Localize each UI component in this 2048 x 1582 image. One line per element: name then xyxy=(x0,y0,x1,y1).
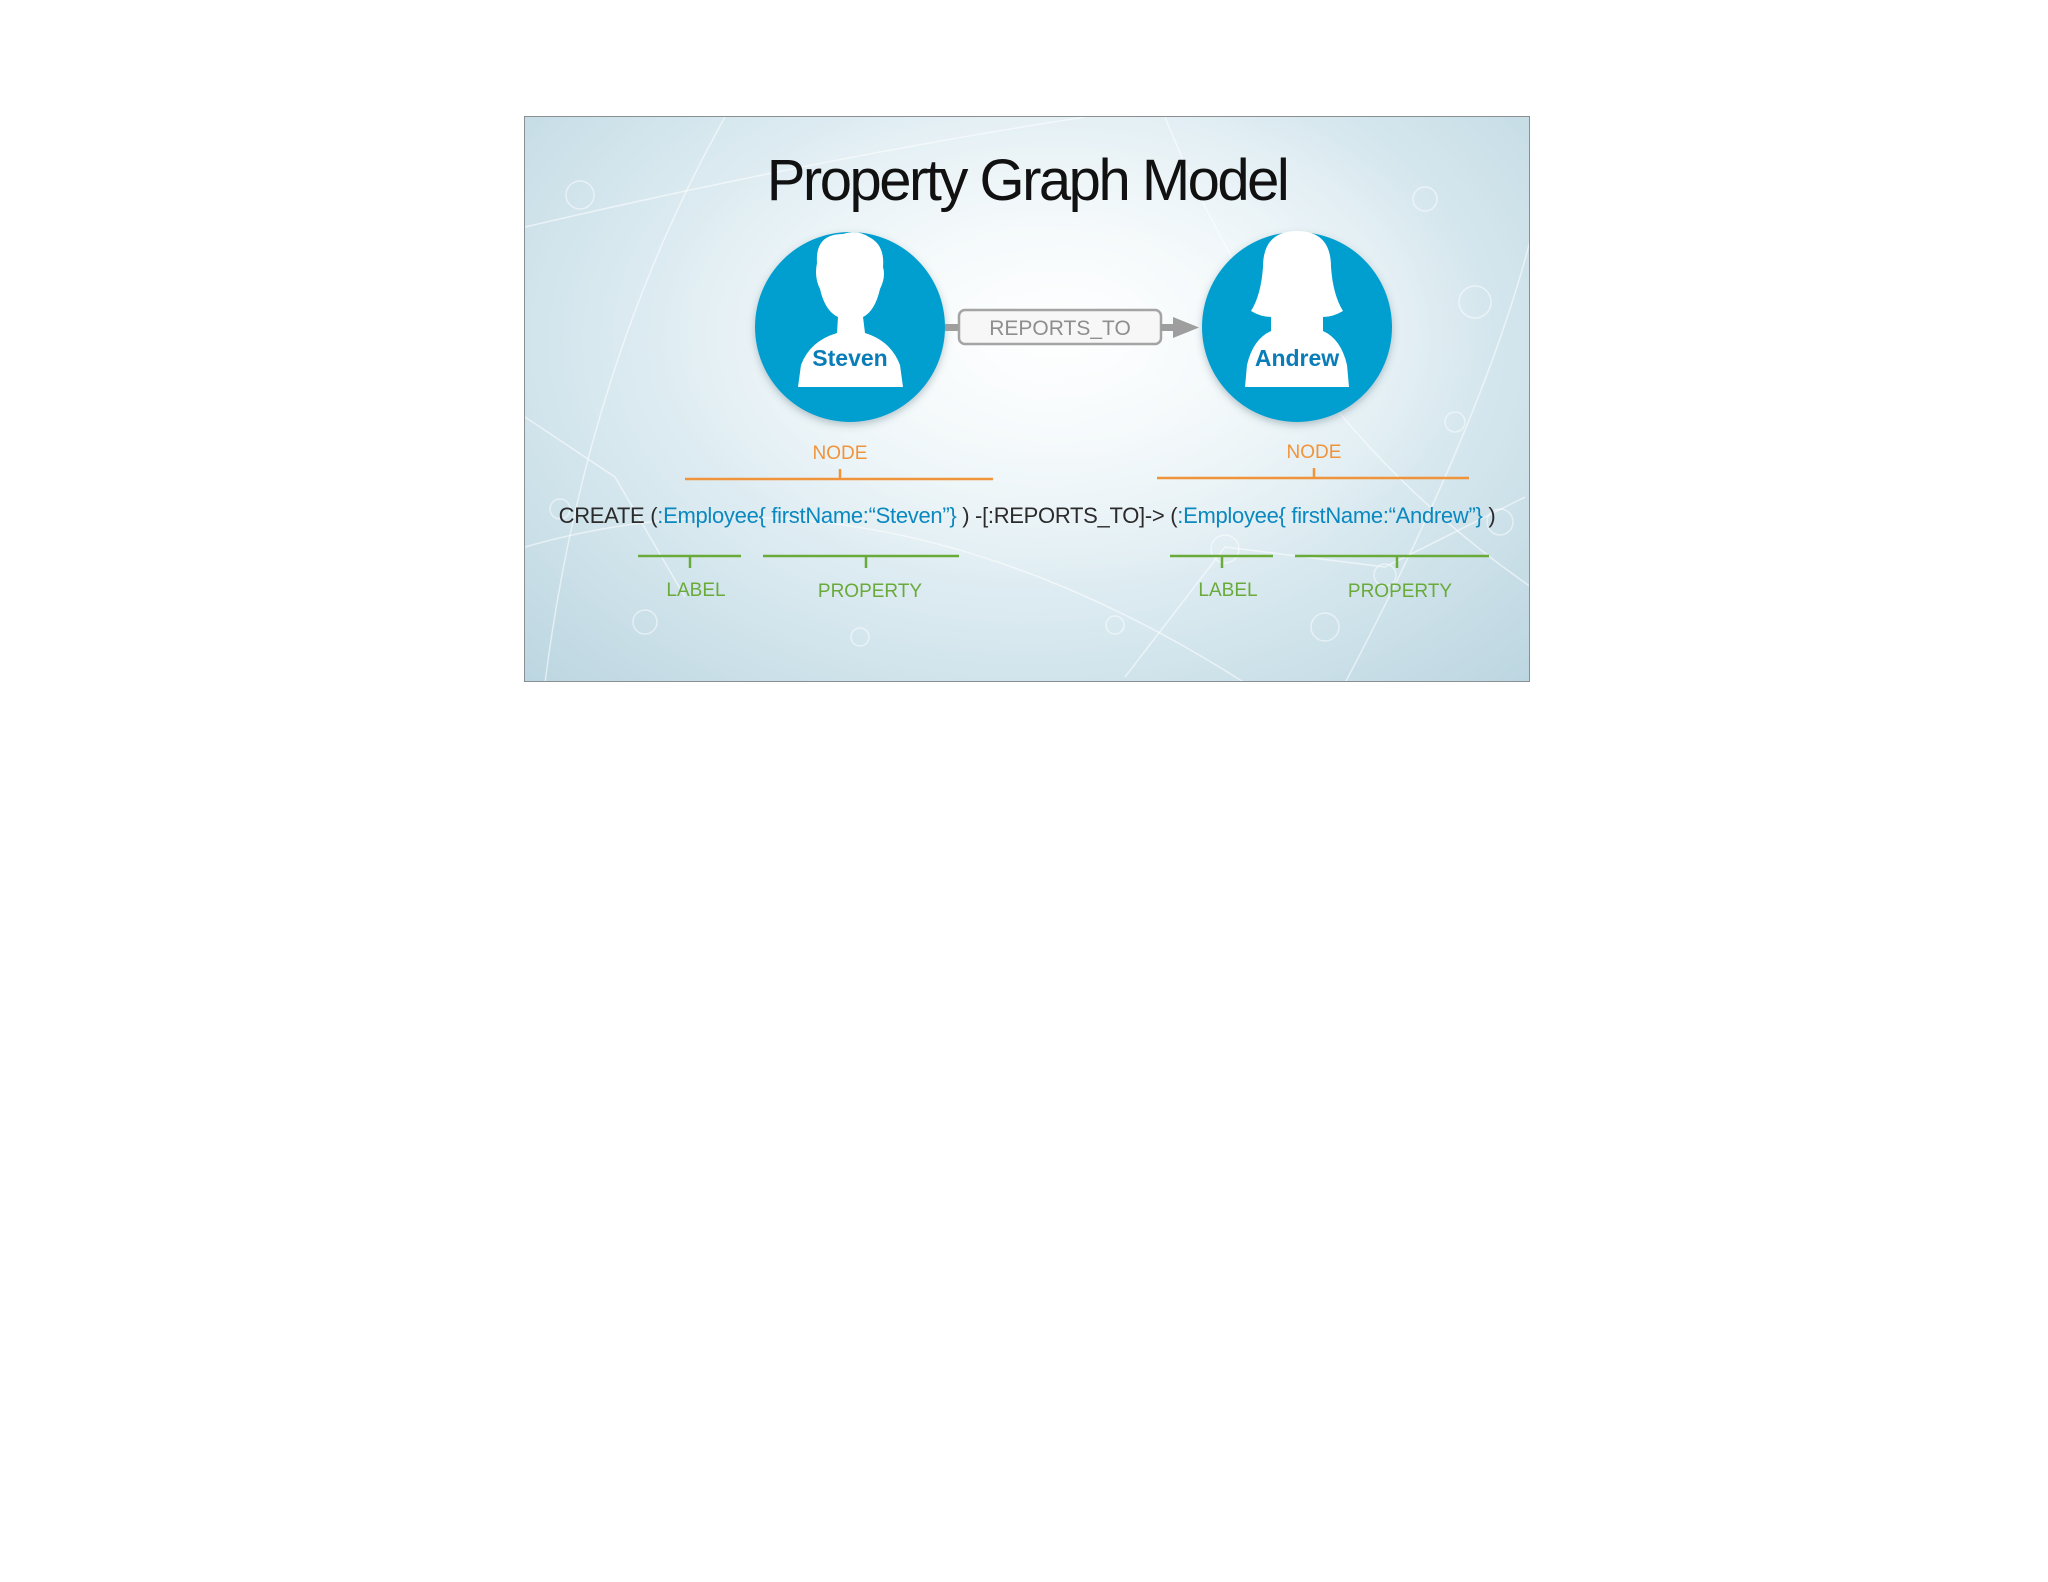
property-bracket-right: PROPERTY xyxy=(1295,554,1489,602)
node-steven: Steven xyxy=(755,232,945,422)
arrow-head-icon xyxy=(1173,317,1199,338)
slide-title: Property Graph Model xyxy=(766,148,1290,213)
cypher-end: ) xyxy=(1482,503,1496,528)
label-annotation-left: LABEL xyxy=(666,580,725,601)
label-annotation-right: LABEL xyxy=(1198,580,1257,601)
cypher-label-1: :Employee{ xyxy=(657,503,766,528)
node-annotation-left: NODE xyxy=(813,443,868,464)
node-steven-name: Steven xyxy=(812,345,887,371)
cypher-create: CREATE ( xyxy=(558,503,658,528)
property-bracket-left: PROPERTY xyxy=(763,554,959,602)
node-bracket-right: NODE xyxy=(1157,442,1469,480)
property-annotation-left: PROPERTY xyxy=(818,581,923,602)
node-andrew-name: Andrew xyxy=(1255,345,1339,371)
relationship-label: REPORTS_TO xyxy=(989,317,1131,340)
arrow-stub-left xyxy=(945,324,959,331)
cypher-statement: CREATE (:Employee{ firstName:“Steven”} )… xyxy=(525,503,1529,529)
graph-diagram: Steven REPORTS_TO Andrew NODE NODE xyxy=(638,231,1489,602)
female-silhouette-icon xyxy=(1245,231,1349,387)
cypher-property-1: firstName:“Steven”} xyxy=(765,503,957,528)
slide: Property Graph Model Steven REPORTS_TO xyxy=(524,116,1530,682)
node-annotation-right: NODE xyxy=(1287,442,1342,463)
node-bracket-left: NODE xyxy=(685,443,993,481)
label-bracket-right: LABEL xyxy=(1170,554,1273,601)
arrow-stub-right xyxy=(1161,324,1175,331)
relationship-reports-to: REPORTS_TO xyxy=(945,308,1199,346)
cypher-label-2: :Employee{ xyxy=(1177,503,1286,528)
cypher-property-2: firstName:“Andrew”} xyxy=(1285,503,1483,528)
property-annotation-right: PROPERTY xyxy=(1348,581,1453,602)
male-silhouette-icon xyxy=(798,232,903,387)
label-bracket-left: LABEL xyxy=(638,554,741,601)
cypher-relationship: ) -[:REPORTS_TO]-> ( xyxy=(956,503,1178,528)
node-andrew: Andrew xyxy=(1202,231,1392,422)
